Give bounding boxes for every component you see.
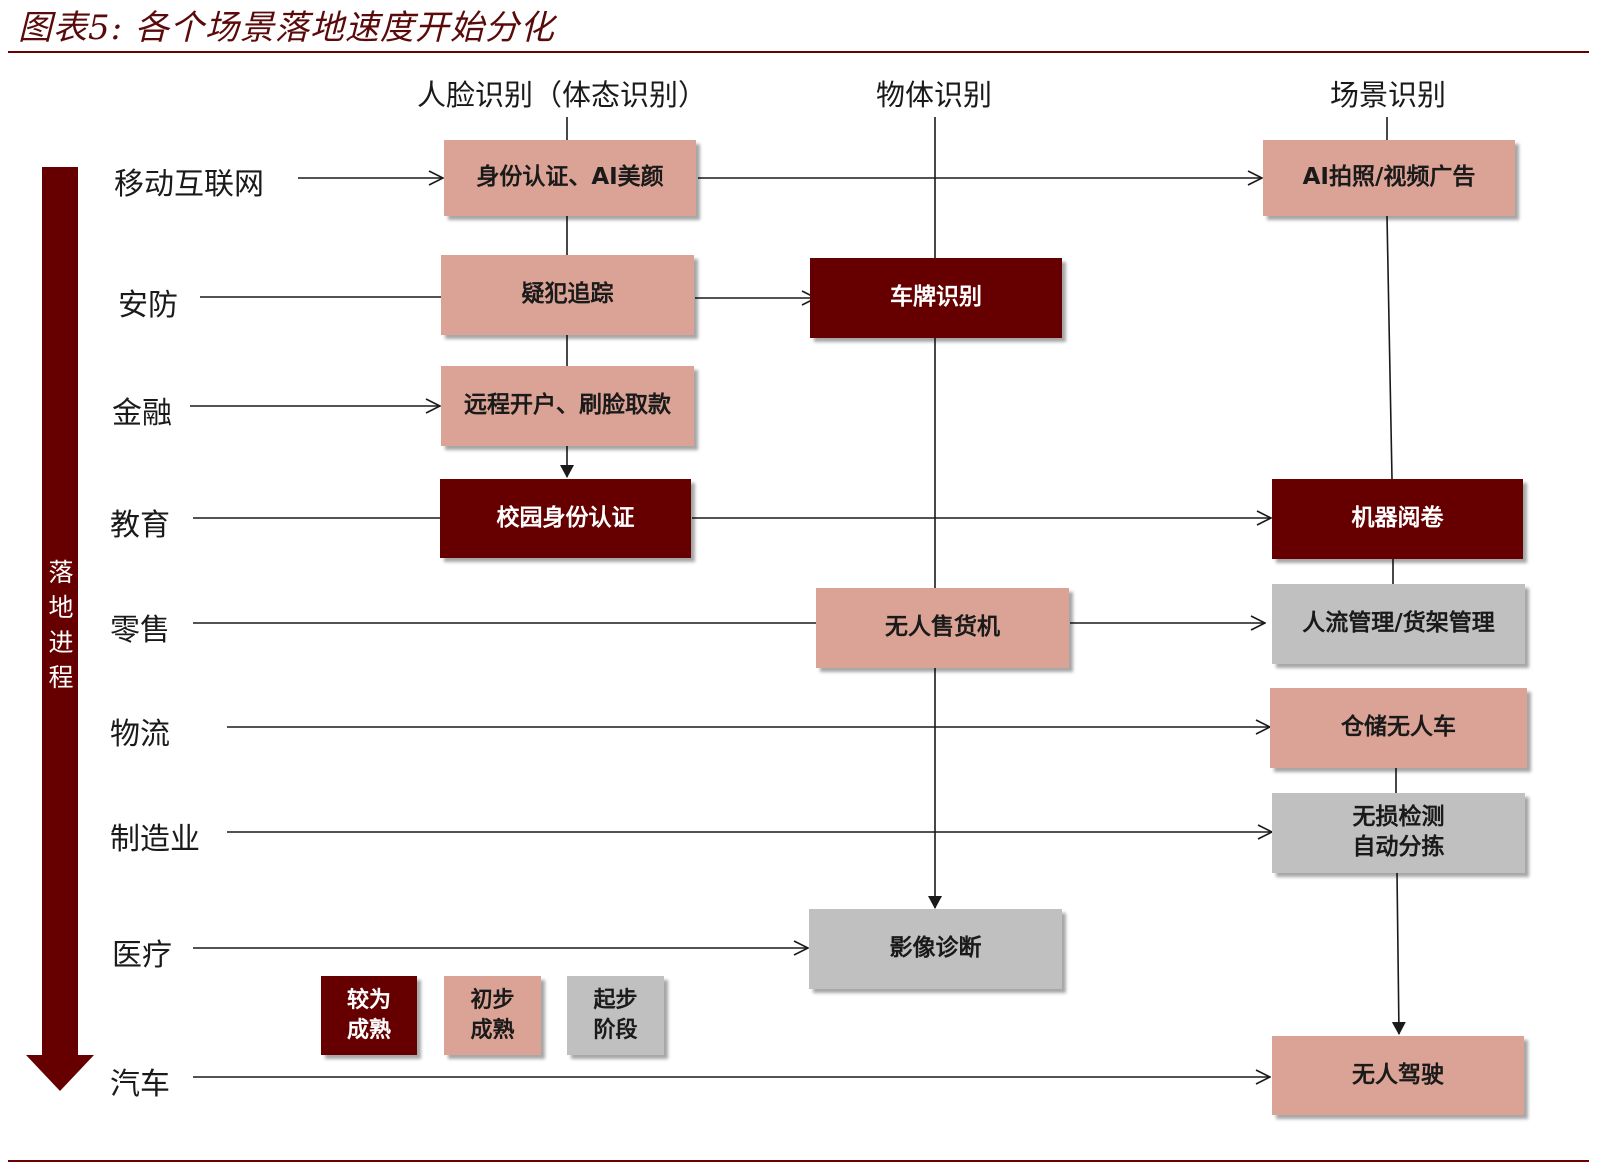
row-label-manufacturing: 制造业 xyxy=(110,822,200,857)
row-label-retail: 零售 xyxy=(110,613,170,648)
box-autonomous-driving: 无人驾驶 xyxy=(1272,1036,1524,1115)
box-ai-photo-ads: AI拍照/视频广告 xyxy=(1263,140,1515,216)
figure-title: 图表5: 各个场景落地速度开始分化 xyxy=(18,8,555,48)
box-remote-account-face-withdraw: 远程开户、刷脸取款 xyxy=(441,366,694,446)
box-people-flow-shelf-mgmt: 人流管理/货架管理 xyxy=(1272,584,1525,664)
col3-line-a xyxy=(1386,215,1393,480)
column-header-scene: 场景识别 xyxy=(1329,78,1447,112)
row-label-logistics: 物流 xyxy=(110,717,170,752)
row-label-finance: 金融 xyxy=(112,396,172,431)
bottom-rule xyxy=(8,1160,1589,1162)
row-label-auto: 汽车 xyxy=(110,1067,170,1102)
column-header-face: 人脸识别（体态识别） xyxy=(416,78,708,112)
box-suspect-tracking: 疑犯追踪 xyxy=(441,255,694,335)
legend-early-stage: 起步 阶段 xyxy=(567,976,664,1055)
box-campus-id: 校园身份认证 xyxy=(440,479,691,558)
progress-arrow-label: 落 地 进 程 xyxy=(48,558,74,692)
box-vending-machine: 无人售货机 xyxy=(816,588,1069,668)
box-nondestructive-sorting: 无损检测 自动分拣 xyxy=(1272,793,1525,873)
row-label-education: 教育 xyxy=(110,508,170,543)
box-imaging-diagnosis: 影像诊断 xyxy=(809,909,1062,989)
box-face-id-beauty: 身份认证、AI美颜 xyxy=(444,140,696,216)
row-label-security: 安防 xyxy=(118,288,178,323)
box-warehouse-unmanned-vehicle: 仓储无人车 xyxy=(1270,688,1527,768)
row-label-medical: 医疗 xyxy=(112,938,172,973)
legend-initially-mature: 初步 成熟 xyxy=(444,976,541,1055)
box-machine-grading: 机器阅卷 xyxy=(1272,479,1523,559)
col3-line-d xyxy=(1391,872,1406,1035)
row-label-mobile-internet: 移动互联网 xyxy=(114,167,264,202)
box-plate-recognition: 车牌识别 xyxy=(810,258,1062,338)
progress-arrow-shape xyxy=(26,167,94,1091)
column-header-object: 物体识别 xyxy=(875,78,993,112)
title-rule xyxy=(8,51,1589,53)
legend-mature: 较为 成熟 xyxy=(321,976,417,1055)
